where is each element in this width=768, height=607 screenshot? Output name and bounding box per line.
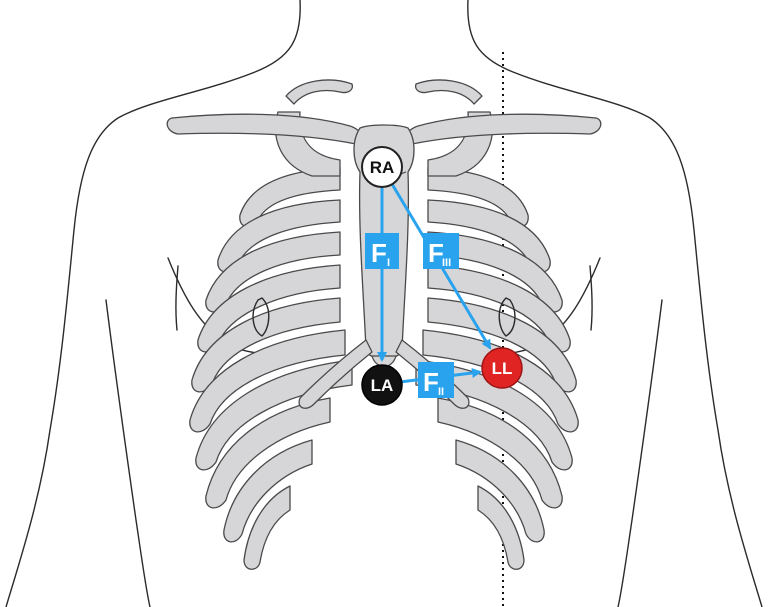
lead1-sub-text: I (387, 257, 390, 269)
lead3-sub-text: III (442, 257, 451, 269)
lead1-label: F I (365, 233, 399, 269)
electrode-ra-label: RA (370, 158, 395, 177)
electrode-ra: RA (361, 146, 403, 188)
lead2-main-text: F (423, 367, 439, 397)
electrode-la: LA (361, 364, 403, 406)
lead1-main-text: F (371, 238, 387, 268)
lead3-main-text: F (428, 238, 444, 268)
electrode-ll-label: LL (492, 359, 513, 378)
electrode-la-label: LA (371, 376, 394, 395)
electrode-ll: LL (481, 347, 523, 389)
rib-cage (166, 79, 602, 570)
lead2-sub-text: II (438, 386, 444, 398)
lead2-label: F II (418, 362, 454, 398)
lead3-label: F III (423, 233, 459, 269)
